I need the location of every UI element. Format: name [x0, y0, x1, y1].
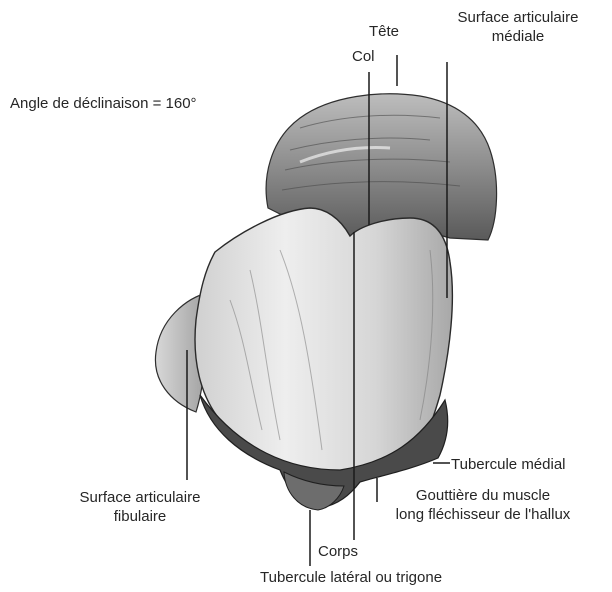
label-line-1: Gouttière du muscle [358, 486, 608, 505]
label-gouttiere: Gouttière du muscle long fléchisseur de … [358, 486, 608, 524]
label-tubercule-lateral: Tubercule latéral ou trigone [260, 568, 442, 587]
label-line-2: long fléchisseur de l'hallux [358, 505, 608, 524]
label-tete: Tête [369, 22, 399, 41]
label-line-1: Surface articulaire [428, 8, 608, 27]
label-line-2: médiale [428, 27, 608, 46]
label-line-2: fibulaire [40, 507, 240, 526]
label-line-1: Surface articulaire [40, 488, 240, 507]
declination-angle-annotation: Angle de déclinaison = 160° [10, 94, 197, 113]
label-tubercule-medial: Tubercule médial [451, 455, 566, 474]
label-surface-articulaire-fibulaire: Surface articulaire fibulaire [40, 488, 240, 526]
label-corps: Corps [318, 542, 358, 561]
label-col: Col [352, 47, 375, 66]
label-surface-articulaire-mediale: Surface articulaire médiale [428, 8, 608, 46]
